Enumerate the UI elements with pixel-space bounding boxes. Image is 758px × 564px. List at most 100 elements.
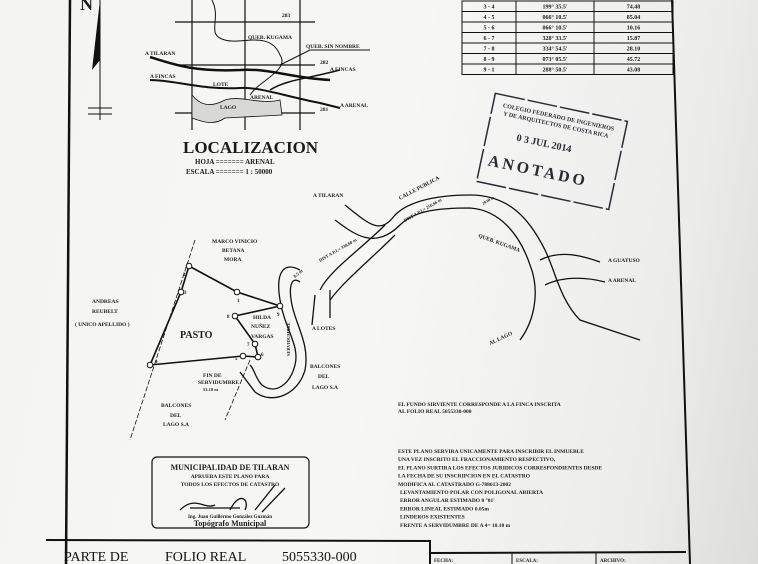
svg-text:0 3 JUL 2014: 0 3 JUL 2014 [515,133,572,155]
vertex-label: 7 [247,343,250,348]
vertex-marker [146,361,154,369]
north-arrow-icon: N [80,0,112,120]
svg-text:A FINCAS: A FINCAS [330,67,356,73]
table-cell: 066° 10.5' [542,25,567,32]
svg-text:SERVIDUMBRE: SERVIDUMBRE [198,380,239,386]
svg-text:BALCONES: BALCONES [310,364,340,370]
note-line: LA FECHA DE SU INSCRIPCION EN EL CATASTR… [398,474,531,480]
table-cell: 199° 35.5' [542,4,567,11]
svg-text:ARCHIVO:: ARCHIVO: [600,559,626,564]
vertex-marker [231,312,239,320]
right-border [671,0,691,564]
table-cell: 15.87 [627,36,641,42]
svg-text:DIST A P.I.= 338.60 m: DIST A P.I.= 338.60 m [318,237,358,263]
svg-text:A LOTES: A LOTES [312,326,335,332]
svg-text:A TILARAN: A TILARAN [313,193,343,199]
svg-text:Topógrafo Municipal: Topógrafo Municipal [194,519,267,528]
plan-roads [239,194,641,399]
municipal-stamp: MUNICIPALIDAD DE TILARAN APRUEBA ESTE PL… [151,456,310,529]
svg-text:Ing. Juan Guillermo González G: Ing. Juan Guillermo González Guzmán [188,515,272,520]
svg-text:A FINCAS: A FINCAS [150,74,176,80]
table-cell: 28.10 [627,47,641,53]
table-cell: 85.04 [627,15,641,21]
vertex-marker [239,352,247,360]
vertex-marker [254,353,262,361]
svg-text:REUBELT: REUBELT [92,309,118,315]
vertex-label: 3 [184,291,187,296]
svg-text:DEL: DEL [170,413,182,419]
svg-text:A ARENAL: A ARENAL [340,103,368,109]
svg-text:BALCONES: BALCONES [161,403,191,409]
svg-text:8.5 m: 8.5 m [292,268,303,279]
svg-text:ANOTADO: ANOTADO [486,152,589,190]
svg-text:AL LAGO: AL LAGO [488,331,514,347]
table-cell: 74.48 [627,5,641,11]
note-line: LINDEROS EXISTENTES [400,515,465,521]
location-map-labels: 283 282 281 QUEB. KUGAMA QUEB. SIN NOMBR… [145,13,368,176]
table-cell: 10.16 [627,26,641,32]
note-line: EL PLANO SURTIRA LOS EFECTOS JURIDICOS C… [398,465,602,471]
svg-text:A TILARAN: A TILARAN [145,51,175,57]
north-label: N [80,0,93,14]
table-cell: 288° 50.5' [542,67,567,74]
svg-text:QUEB. SIN NOMBRE: QUEB. SIN NOMBRE [306,44,360,50]
svg-text:APRUEBA ESTE PLANO PARA: APRUEBA ESTE PLANO PARA [191,474,270,480]
signature [179,484,286,513]
property-boundary [129,239,284,441]
svg-text:282: 282 [320,60,329,66]
svg-text:MUNICIPALIDAD DE TILARAN: MUNICIPALIDAD DE TILARAN [171,463,290,472]
svg-text:281: 281 [320,107,329,113]
svg-text:MORA: MORA [224,257,241,263]
note-line: ESTE PLANO SERVIRA UNICAMENTE PARA INSCR… [398,449,584,455]
vertex-marker [177,288,185,296]
svg-text:FECHA:: FECHA: [434,559,454,564]
title-block: PARTE DE FOLIO REAL 5055330-000 FECHA: E… [45,539,687,564]
svg-text:HOJA ======= ARENAL: HOJA ======= ARENAL [195,158,275,166]
table-cell: 066° 10.5' [542,14,567,21]
table-cell: 4 - 5 [484,15,495,21]
svg-text:LOTE: LOTE [213,82,229,88]
svg-text:ESCALA ======= 1 : 50000: ESCALA ======= 1 : 50000 [186,168,273,176]
svg-text:LAGO S.A: LAGO S.A [163,422,189,428]
vertex-marker [251,340,259,348]
svg-text:NUÑEZ: NUÑEZ [251,322,271,330]
table-cell: 7 - 8 [484,47,495,53]
notes: EL FUNDO SIRVIENTE CORRESPONDE A LA FINC… [398,402,602,529]
table-cell: 5 - 6 [484,26,495,32]
table-cell: 334° 54.5' [542,46,567,53]
table-cell: 8 - 9 [484,57,495,63]
note-line: UNA VEZ INSCRITO EL FRACCIONAMIENTO RESP… [398,457,556,463]
note-line: ERROR LINEAL ESTIMADO 0.05m [400,506,489,512]
svg-text:TODOS LOS EFECTOS DE CATASTRO: TODOS LOS EFECTOS DE CATASTRO [181,482,280,488]
table-cell: 9 - 1 [484,68,495,74]
svg-text:EL FUNDO SIRVIENTE CORRESPONDE: EL FUNDO SIRVIENTE CORRESPONDE A LA FINC… [398,402,561,408]
table-cell: 3 - 4 [484,5,495,11]
location-title: LOCALIZACION [183,138,319,157]
svg-text:QUEB. KUGAMA: QUEB. KUGAMA [248,35,292,41]
table-row [461,63,674,75]
vertex-label: 9 [277,313,280,318]
vertex-marker [233,288,241,296]
svg-text:DEL: DEL [318,374,330,380]
parte-de-label: PARTE DE [64,550,128,564]
svg-text:AL FOLIO REAL 5055330-000: AL FOLIO REAL 5055330-000 [398,409,472,415]
svg-text:ANDREAS: ANDREAS [92,299,119,305]
svg-text:SERVIDUMBRE: SERVIDUMBRE [286,322,291,356]
left-border [64,0,72,564]
svg-text:LAGO S.A: LAGO S.A [312,385,338,391]
svg-text:MARCO VINICIO: MARCO VINICIO [212,239,258,245]
vertex-label: 2 [183,273,186,278]
location-map [149,0,370,130]
folio-label: FOLIO REAL [165,550,246,564]
vertex-label: 5 [235,357,238,362]
svg-text:VARGAS: VARGAS [251,334,274,340]
svg-text:( UNICO APELLIDO ): ( UNICO APELLIDO ) [75,321,130,328]
vertex-marker [185,262,193,270]
svg-text:HILDA: HILDA [253,315,271,321]
note-line: MODIFICA AL CATASTRADO G-788613-2002 [398,482,511,488]
note-line: LEVANTAMIENTO POLAR CON POLIGONAL ABIERT… [400,490,543,496]
vertex-label: 8 [227,315,230,320]
note-line: FRENTE A SERVIDUMBRE DE A 4= 10.10 m [400,523,511,529]
